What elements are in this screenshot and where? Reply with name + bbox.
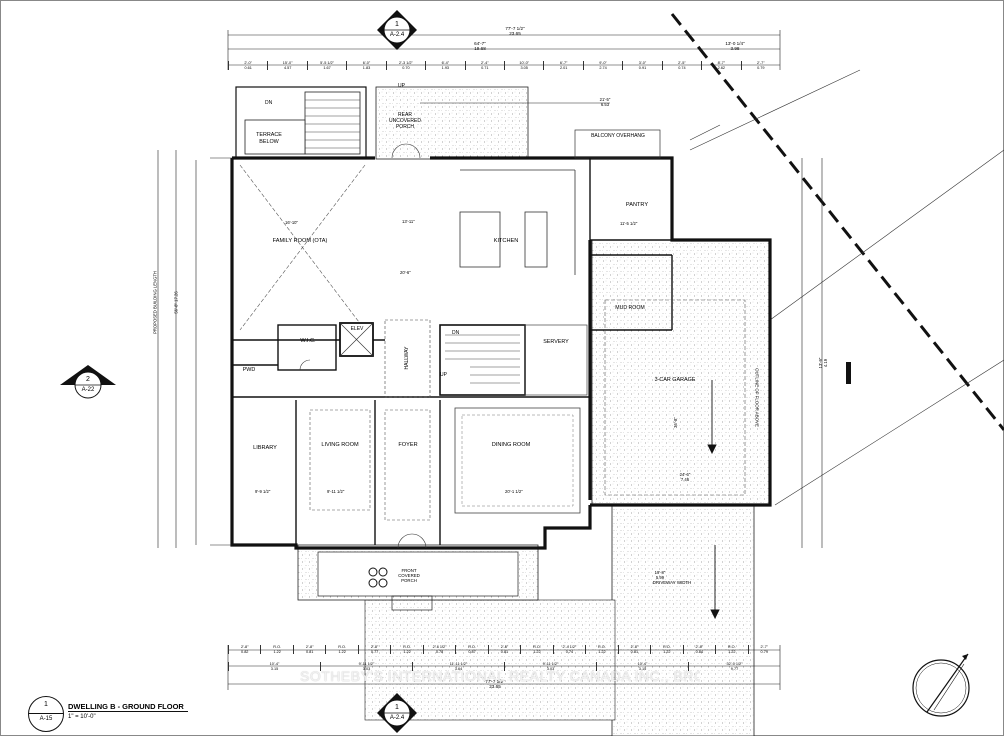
property-line [670,13,1004,431]
side-dimension-lines [157,150,823,548]
pantry-walls [589,158,673,340]
walkway-slab [364,599,616,721]
setback-line-2 [769,149,1004,321]
garage-arrows [707,380,720,620]
main-stair [439,324,526,396]
main-stair-treads [445,334,520,384]
living-room-outline [309,409,371,511]
garage-floor [598,282,768,500]
wic-door-swing [299,359,311,371]
balcony-overhang [574,129,661,159]
dining-room-outline [454,407,581,514]
servery-outline [524,324,588,396]
kitchen-island [459,211,501,268]
family-room-x [239,164,366,331]
foyer-outline [384,409,431,521]
wic-walls [232,324,337,371]
dining-room-inner [461,414,574,507]
hallway-outline [384,319,431,398]
front-steps [391,595,433,611]
elevator-x2 [339,322,374,357]
front-porch-inner [317,551,519,597]
front-door-swing [397,533,427,549]
rear-porch-slab [375,86,529,160]
kitchen-counter [524,211,548,268]
watermark-band [296,664,706,688]
porch-columns [368,567,388,588]
terrace-inner [244,119,306,155]
rear-door-swing [391,143,421,159]
setback-line-4 [689,124,721,141]
setback-line-3 [774,359,1004,506]
lower-room-walls [295,400,441,545]
setback-line-1 [689,69,861,151]
driveway-slab [611,504,755,737]
garage-inner-outline [604,299,746,496]
terrace-stair-treads [305,99,360,149]
